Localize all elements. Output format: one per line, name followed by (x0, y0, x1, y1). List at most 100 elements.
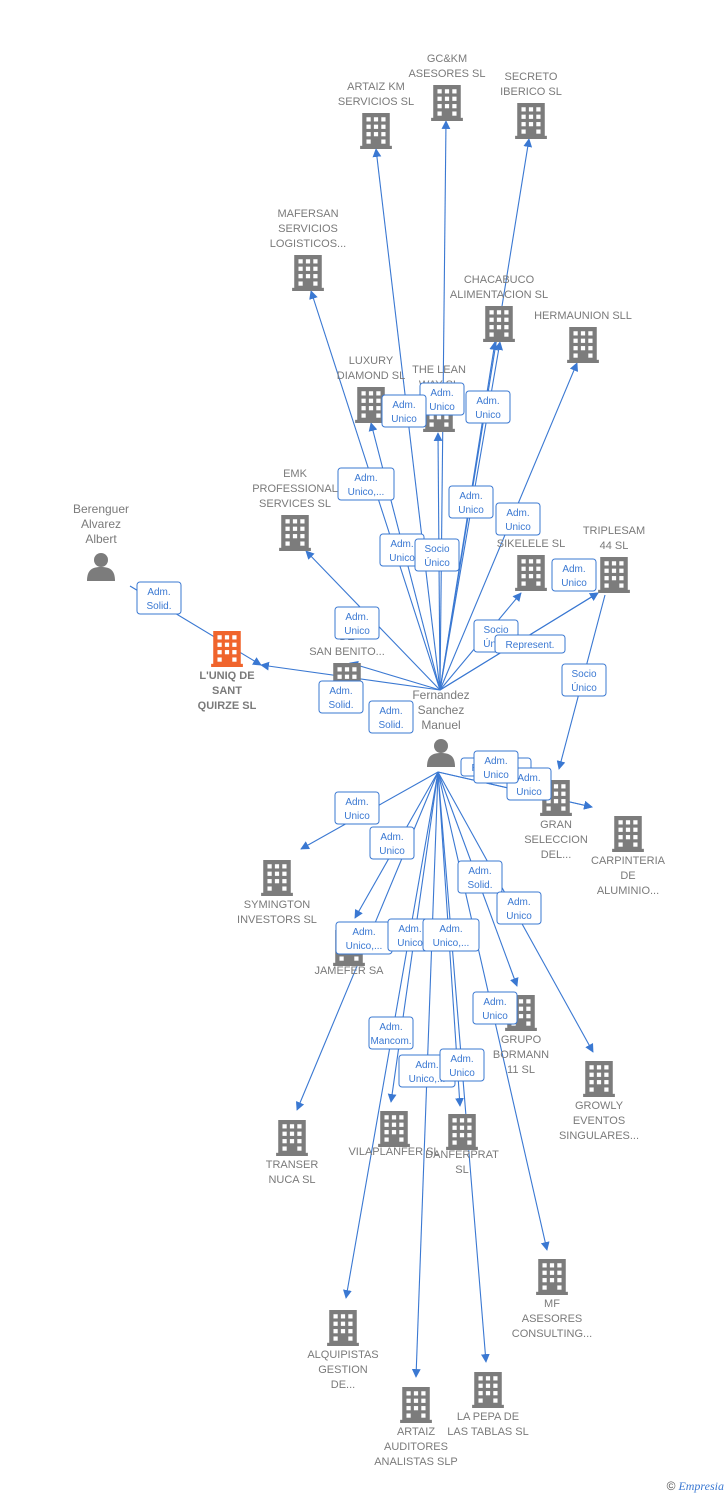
company-node-sikelele[interactable]: SIKELELE SL (497, 538, 566, 591)
building-icon (261, 860, 293, 896)
relation-label-text: Unico (391, 414, 417, 425)
relation-label[interactable]: Adm.Unico (369, 826, 415, 860)
building-icon (483, 306, 515, 342)
company-node-growly[interactable]: GROWLYEVENTOSSINGULARES... (559, 1061, 639, 1142)
building-icon (612, 816, 644, 852)
person-icon (427, 739, 455, 767)
node-label: CARPINTERIA (591, 855, 666, 867)
relation-label-text: Unico (483, 770, 509, 781)
node-label: ASESORES (522, 1313, 583, 1325)
relation-label[interactable]: Adm.Solid. (136, 581, 182, 615)
company-node-carpinteria[interactable]: CARPINTERIADEALUMINIO... (591, 816, 666, 897)
company-node-mfasesores[interactable]: MFASESORESCONSULTING... (512, 1259, 592, 1340)
node-label: EVENTOS (573, 1115, 625, 1127)
relation-label-text: Adm. (517, 773, 540, 784)
relation-label-text: Unico,... (348, 487, 385, 498)
relation-label[interactable]: Adm.Unico (448, 485, 494, 519)
building-icon (360, 113, 392, 149)
relation-label[interactable]: Adm.Unico,... (422, 918, 480, 952)
relation-label[interactable]: Adm.Unico (495, 502, 541, 536)
edge-fernandez-sanbenito (349, 661, 441, 691)
company-node-hermaunion[interactable]: HERMAUNION SLL (534, 310, 632, 363)
brand-footer[interactable]: ©Empresia (667, 1479, 724, 1494)
relation-label-box (472, 991, 518, 1025)
node-label: DEL... (541, 849, 572, 861)
building-icon (515, 555, 547, 591)
relation-label[interactable]: Adm.Unico,... (335, 921, 393, 955)
node-label: VILAPLANFER SL (348, 1146, 439, 1158)
node-label: QUIRZE SL (198, 700, 257, 712)
relation-label[interactable]: Adm.Unico (381, 394, 427, 428)
relation-label[interactable]: Adm.Unico (334, 791, 380, 825)
relation-label[interactable]: Adm.Unico (439, 1048, 485, 1082)
relation-label[interactable]: Adm.Unico (419, 382, 465, 416)
relation-labels-layer: Adm.Solid.Adm.Solid.Adm.Solid.Adm.UnicoA… (136, 382, 607, 1088)
company-node-alquipistas[interactable]: ALQUIPISTASGESTIONDE... (307, 1310, 379, 1391)
company-node-chacabuco[interactable]: CHACABUCO ALIMENTACION SL (450, 274, 548, 342)
company-node-jamefer[interactable]: JAMEFER SA (314, 930, 384, 977)
relation-label-text: Unico (561, 578, 587, 589)
relation-label-text: Adm. (450, 1054, 473, 1065)
node-label: LUXURY (349, 355, 394, 367)
relation-label-text: Unico (506, 911, 532, 922)
node-label: Albert (85, 532, 117, 546)
relation-label[interactable]: Adm.Unico (465, 390, 511, 424)
relation-label[interactable]: Adm.Solid. (318, 680, 364, 714)
relation-label[interactable]: Adm.Unico,... (337, 467, 395, 501)
company-node-vilaplanfer[interactable]: VILAPLANFER SL (348, 1111, 440, 1158)
relation-label-box (448, 485, 494, 519)
relation-label[interactable]: Adm.Unico (473, 750, 519, 784)
relation-label[interactable]: Adm.Solid. (457, 860, 503, 894)
building-icon (536, 1259, 568, 1295)
relation-label[interactable]: Represent. (494, 634, 566, 654)
relation-label[interactable]: Adm.Unico (334, 606, 380, 640)
company-node-gran[interactable]: GRANSELECCIONDEL... (524, 780, 588, 861)
building-icon (472, 1372, 504, 1408)
person-icon (87, 553, 115, 581)
relation-label-text: Adm. (345, 612, 368, 623)
relation-label-text: Unico,... (346, 941, 383, 952)
node-label: PROFESSIONAL (252, 483, 338, 495)
node-label: 44 SL (600, 540, 629, 552)
building-icon (400, 1387, 432, 1423)
node-label: CHACABUCO (464, 274, 535, 286)
relation-label[interactable]: Adm.Unico (472, 991, 518, 1025)
relation-label-box (561, 663, 607, 697)
relation-label-text: Unico,... (409, 1074, 446, 1085)
company-node-mafersan[interactable]: MAFERSANSERVICIOSLOGISTICOS... (270, 208, 346, 291)
relation-label[interactable]: Adm.Unico (551, 558, 597, 592)
building-icon (292, 255, 324, 291)
node-label: GRUPO (501, 1034, 542, 1046)
node-label: Manuel (421, 718, 460, 732)
node-label: THE LEAN (412, 364, 466, 376)
relation-label-box (465, 390, 511, 424)
node-label: ARTAIZ (397, 1426, 435, 1438)
relation-label-box (369, 826, 415, 860)
relation-label[interactable]: Adm.Mancom. (368, 1016, 414, 1050)
node-label: ALIMENTACION SL (450, 289, 548, 301)
relation-label[interactable]: Adm.Solid. (368, 700, 414, 734)
node-label: DE (620, 870, 635, 882)
node-label: SERVICIOS SL (338, 96, 414, 108)
node-label: BORMANN (493, 1049, 549, 1061)
relation-label[interactable]: Adm.Unico (496, 891, 542, 925)
